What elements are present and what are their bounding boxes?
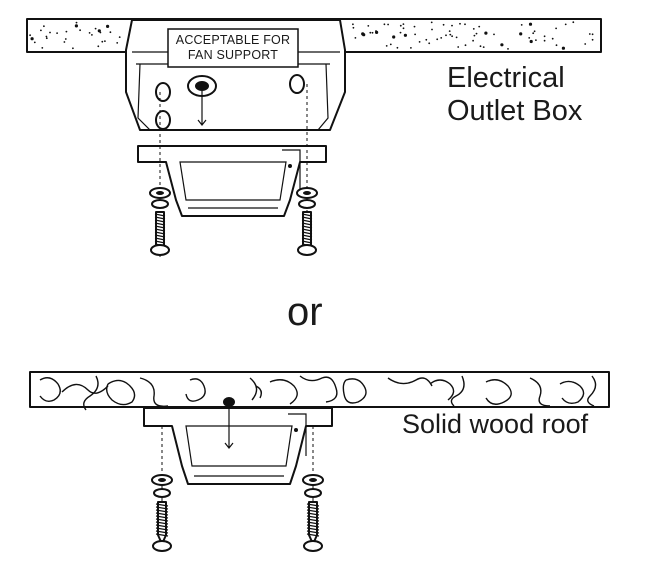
outlet-box-label: Outlet Box — [447, 95, 583, 127]
mounting-bracket-top — [137, 145, 327, 217]
outlet-box-icon — [125, 19, 346, 131]
lock-washer-left-bottom — [151, 474, 173, 498]
machine-screw-left — [150, 211, 170, 256]
acceptable-line-2: FAN SUPPORT — [187, 48, 279, 62]
acceptable-label: ACCEPTABLE FOR FAN SUPPORT — [168, 33, 298, 63]
electrical-label: Electrical — [447, 62, 565, 94]
machine-screw-right — [297, 211, 317, 256]
or-label: or — [287, 290, 323, 334]
mounting-bracket-bottom — [143, 397, 333, 485]
lock-washer-left — [149, 187, 171, 209]
wood-beam — [29, 371, 610, 411]
wood-screw-right — [303, 501, 323, 552]
lock-washer-right — [296, 187, 318, 209]
solid-wood-roof-label: Solid wood roof — [402, 409, 589, 439]
acceptable-line-1: ACCEPTABLE FOR — [175, 33, 291, 47]
lock-washer-right-bottom — [302, 474, 324, 498]
wood-screw-left — [152, 501, 172, 552]
